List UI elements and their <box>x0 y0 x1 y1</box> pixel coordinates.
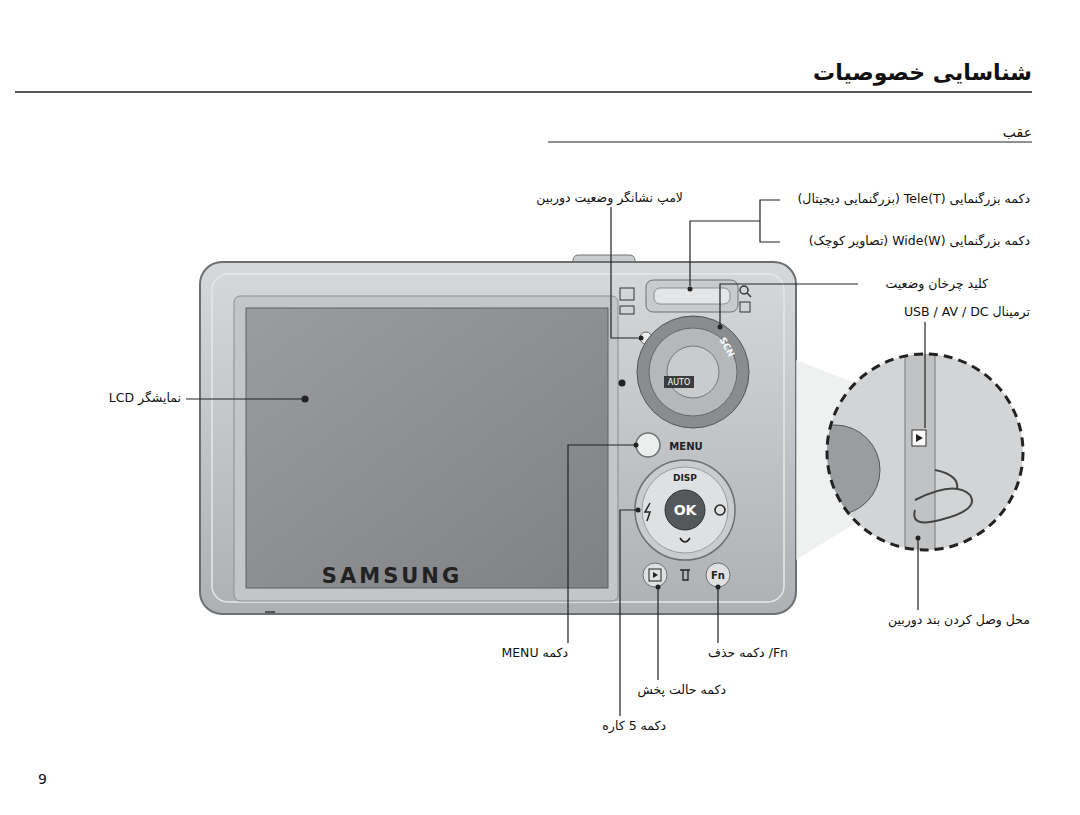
callout-label: دکمه بزرگنمایی Tele(T) (بزرگنمایی دیجیتا… <box>795 191 1032 206</box>
callout-label: لامپ نشانگر وضعیت دوربین <box>534 190 685 205</box>
callout-label: Fn/ دکمه حذف <box>706 645 790 660</box>
button-text: Fn <box>711 570 725 581</box>
button-text: MENU <box>669 441 702 452</box>
callout-label: دکمه حالت پخش <box>636 682 729 697</box>
brand-logo: SAMSUNG <box>322 564 462 588</box>
callout-label: ترمینال USB / AV / DC <box>902 304 1032 319</box>
callout-label: دکمه بزرگنمایی Wide(W) (تصاویر کوچک) <box>807 233 1032 248</box>
callout-label: نمایشگر LCD <box>107 390 183 405</box>
section-heading: عقب <box>1003 124 1032 140</box>
callout-label: کلید چرخان وضعیت <box>884 276 990 291</box>
callout-label: دکمه MENU <box>499 645 570 660</box>
button-text: DISP <box>673 473 697 483</box>
dial-mode-text: AUTO <box>668 378 691 387</box>
button-text: OK <box>674 502 697 518</box>
page-number: 9 <box>38 771 47 787</box>
callout-label: دکمه 5 کاره <box>600 718 668 733</box>
callout-label: محل وصل کردن بند دوربین <box>886 612 1032 627</box>
page-title: شناسایی خصوصیات <box>813 60 1032 85</box>
